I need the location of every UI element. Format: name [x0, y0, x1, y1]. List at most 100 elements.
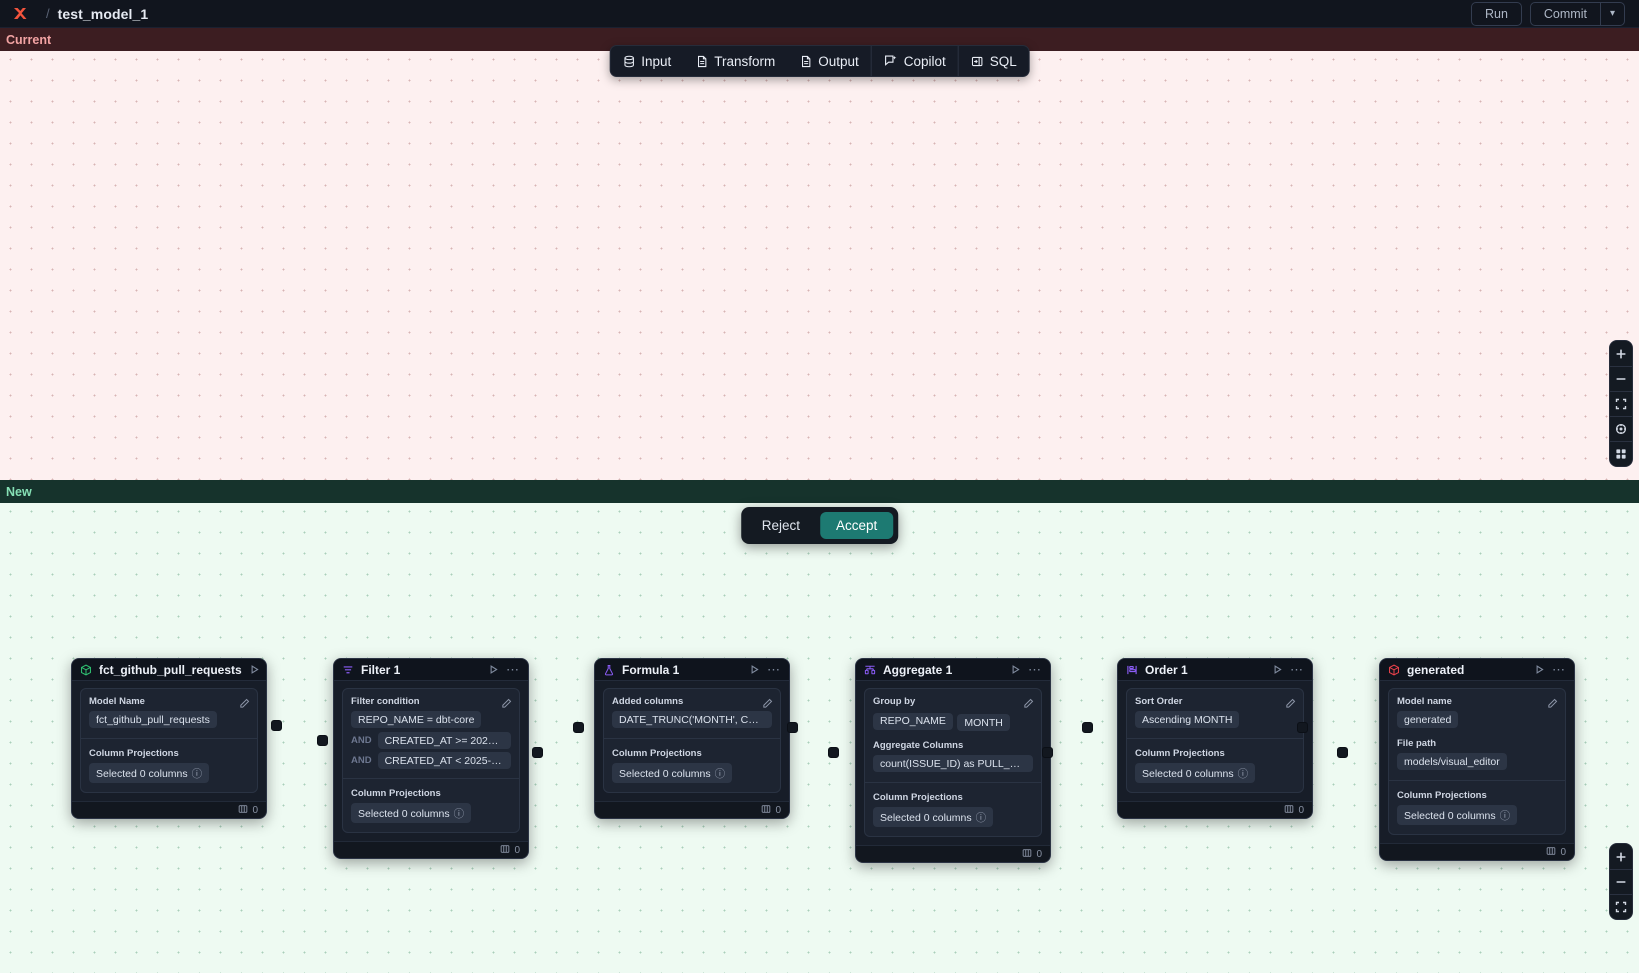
pencil-icon[interactable] [1023, 696, 1034, 714]
toolbar-item-transform[interactable]: Transform [683, 46, 787, 76]
zoom-in-icon[interactable] [1610, 341, 1632, 366]
edge-handle-formula-in[interactable] [573, 722, 584, 733]
toolbar-item-output[interactable]: Output [787, 46, 871, 76]
pencil-icon[interactable] [1547, 696, 1558, 714]
aggregate-icon [864, 664, 876, 676]
edge-handle-filter-out[interactable] [532, 747, 543, 758]
group-by-chip[interactable]: REPO_NAME [873, 712, 953, 730]
pencil-icon[interactable] [1285, 696, 1296, 714]
node-toolbar: Input Transform Output [609, 45, 1030, 77]
node-body: Added columns DATE_TRUNC('MONTH', CREATE… [595, 681, 789, 801]
commit-button[interactable]: Commit [1543, 6, 1587, 21]
grid-icon[interactable] [1610, 441, 1632, 466]
node-title: generated [1407, 662, 1465, 677]
lock-target-icon[interactable] [1610, 416, 1632, 441]
edge-handle-source-out[interactable] [271, 720, 282, 731]
new-canvas-pane[interactable]: New [0, 480, 1639, 973]
info-icon[interactable]: ⓘ [453, 807, 465, 820]
edge-handle-formula-out[interactable] [787, 722, 798, 733]
play-icon[interactable] [1010, 664, 1021, 675]
field-value-chip[interactable]: DATE_TRUNC('MONTH', CREATED_AT… [612, 711, 772, 729]
decision-bar: Reject Accept [740, 507, 899, 544]
field-label: Column Projections [612, 748, 702, 759]
play-icon[interactable] [749, 664, 760, 675]
run-button[interactable]: Run [1470, 1, 1522, 26]
pencil-icon[interactable] [501, 696, 512, 714]
zoom-out-icon[interactable] [1610, 869, 1632, 894]
toolbar-item-input[interactable]: Input [610, 46, 683, 76]
model-name-chip[interactable]: generated [1397, 711, 1459, 729]
toolbar-label-sql: SQL [989, 53, 1017, 69]
node-filter-1[interactable]: Filter 1 ⋯ Filter condition REPO_NAME = … [333, 658, 529, 859]
play-icon[interactable] [1534, 664, 1545, 675]
more-dots-icon[interactable]: ⋯ [1028, 661, 1042, 677]
node-order-1[interactable]: Order 1 ⋯ Sort Order Ascending MONTH Col… [1117, 658, 1313, 819]
x-logo-icon[interactable] [10, 4, 30, 24]
edge-handle-aggregate-out[interactable] [1042, 747, 1053, 758]
sort-order-chip[interactable]: Ascending MONTH [1135, 711, 1240, 729]
info-icon[interactable]: ⓘ [1237, 767, 1249, 780]
reject-button[interactable]: Reject [761, 518, 800, 533]
columns-icon [238, 804, 248, 817]
edge-handle-order-in[interactable] [1082, 722, 1093, 733]
more-dots-icon[interactable]: ⋯ [1552, 661, 1566, 677]
zoom-in-icon[interactable] [1610, 844, 1632, 869]
column-count: 0 [775, 804, 781, 816]
field-divider [1389, 780, 1565, 781]
zoom-out-icon[interactable] [1610, 366, 1632, 391]
toolbar-item-copilot[interactable]: Copilot [870, 46, 958, 76]
filter-icon [342, 664, 354, 676]
fit-view-icon[interactable] [1610, 391, 1632, 416]
group-by-chip[interactable]: MONTH [957, 714, 1010, 731]
current-canvas-pane[interactable]: Current [0, 28, 1639, 480]
accept-button[interactable]: Accept [819, 512, 894, 539]
node-fct-github-pull-requests[interactable]: fct_github_pull_requests ⋯ Model Name fc… [71, 658, 267, 819]
play-icon[interactable] [1272, 664, 1283, 675]
pencil-icon[interactable] [762, 696, 773, 714]
more-dots-icon[interactable]: ⋯ [1290, 661, 1304, 677]
filter-condition-chip[interactable]: CREATED_AT >= 2024-12-01 [377, 732, 511, 749]
file-path-chip[interactable]: models/visual_editor [1397, 753, 1507, 771]
field-label: Sort Order [1135, 696, 1183, 707]
info-icon[interactable]: ⓘ [714, 767, 726, 780]
canvas-dot-grid [0, 28, 1639, 480]
field-value-chip[interactable]: fct_github_pull_requests [89, 711, 217, 729]
pencil-icon[interactable] [239, 696, 250, 714]
play-icon[interactable] [249, 664, 260, 675]
filter-condition-chip[interactable]: REPO_NAME = dbt-core [351, 711, 482, 729]
edge-handle-filter-in[interactable] [317, 735, 328, 746]
play-icon[interactable] [488, 664, 499, 675]
node-fields: Group by REPO_NAME MONTH Aggregate Colum… [864, 688, 1042, 837]
edge-handle-order-out[interactable] [1297, 722, 1308, 733]
aggregate-column-chip[interactable]: count(ISSUE_ID) as PULL_REQUEST_… [873, 755, 1033, 773]
cube-green-icon [80, 664, 92, 676]
edge-handle-generated-in[interactable] [1337, 747, 1348, 758]
fit-view-icon[interactable] [1610, 894, 1632, 919]
filter-condition-chip[interactable]: CREATED_AT < 2025-03-01 [377, 752, 511, 769]
node-formula-1[interactable]: Formula 1 ⋯ Added columns DATE_TRUNC('MO… [594, 658, 790, 819]
more-dots-icon[interactable]: ⋯ [506, 661, 520, 677]
info-icon[interactable]: ⓘ [975, 811, 987, 824]
node-generated[interactable]: generated ⋯ Model name generated File pa… [1379, 658, 1575, 861]
flask-icon [603, 664, 615, 676]
field-label: Column Projections [89, 748, 179, 759]
edge-handle-aggregate-in[interactable] [828, 747, 839, 758]
node-body: Model Name fct_github_pull_requests Colu… [72, 681, 266, 801]
toolbar-item-sql[interactable]: SQL [957, 46, 1029, 76]
node-footer: 0 [595, 801, 789, 818]
field-label: Column Projections [1135, 748, 1225, 759]
info-icon[interactable]: ⓘ [1499, 809, 1511, 822]
commit-split-button[interactable]: Commit ▾ [1529, 1, 1625, 26]
chevron-down-icon[interactable]: ▾ [1599, 2, 1624, 25]
node-fields: Model Name fct_github_pull_requests Colu… [80, 688, 258, 793]
info-icon[interactable]: ⓘ [191, 767, 203, 780]
more-dots-icon[interactable]: ⋯ [767, 661, 781, 677]
node-aggregate-1[interactable]: Aggregate 1 ⋯ Group by REPO_NAME MONTH A… [855, 658, 1051, 863]
field-label: File path [1397, 738, 1437, 749]
